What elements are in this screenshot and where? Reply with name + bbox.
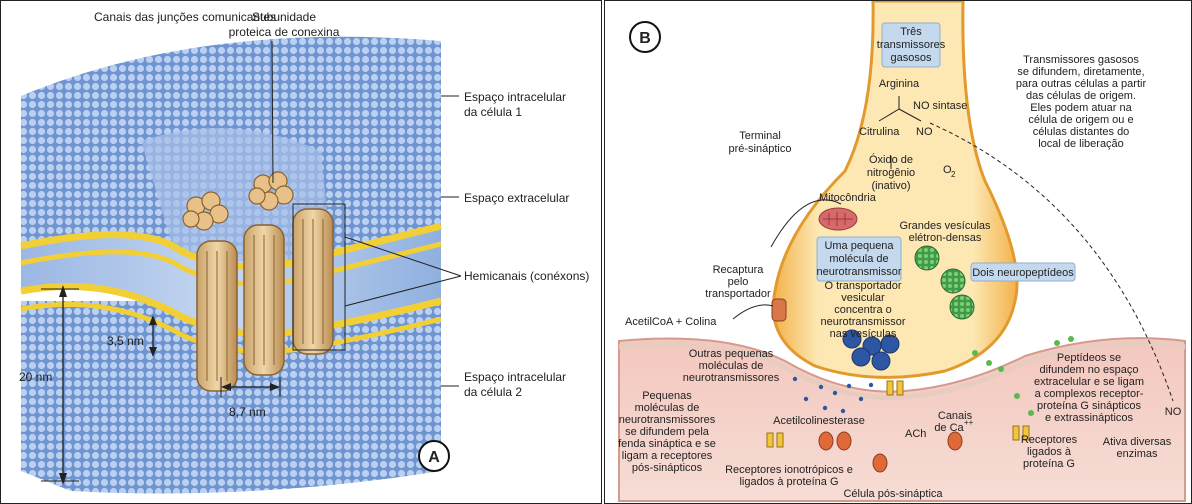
extracellular-label: Espaço extracelular	[464, 191, 569, 205]
reuptake-transporter-icon	[772, 299, 786, 321]
receptors-g-1: Receptores	[1021, 434, 1078, 446]
vesicular-transporter-1: O transportador	[824, 280, 901, 292]
neuropeptides-label: Dois neuropeptídeos	[972, 267, 1074, 279]
enzymes-label-1: Ativa diversas	[1103, 436, 1172, 448]
peptides-diffuse-3: extracelular e se ligam	[1034, 376, 1144, 388]
postsynaptic-label: Célula pós-sináptica	[843, 488, 943, 500]
small-diffuse-5: fenda sináptica e se	[618, 438, 716, 450]
small-diffuse-4: se difundem pela	[625, 426, 710, 438]
vesicular-transporter-5: nas vesículas	[830, 328, 897, 340]
gap-junction-illustration: Canais das junções comunicantes Subunida…	[1, 1, 602, 504]
peptides-diffuse-1: Peptídeos se	[1057, 352, 1121, 364]
peptides-diffuse-2: difundem no espaço	[1039, 364, 1138, 376]
connexin-subunit-label-1: Subunidade	[252, 10, 316, 24]
panel-b-synapse: Três transmissores gasosos Arginina NO s…	[604, 0, 1192, 504]
dense-vesicles-label-2: elétron-densas	[909, 232, 982, 244]
reuptake-label-3: transportador	[705, 288, 771, 300]
nitric-oxide-label-2: nitrogênio	[867, 167, 915, 179]
peptides-diffuse-4: a complexos receptor-	[1035, 388, 1144, 400]
peptides-diffuse-6: e extrassinápticos	[1045, 412, 1134, 424]
no-bottom-label: NO	[1165, 406, 1182, 418]
small-diffuse-1: Pequenas	[642, 390, 692, 402]
gap-junction-channels-label: Canais das junções comunicantes	[94, 10, 276, 24]
dimension-20nm: 20 nm	[19, 370, 52, 384]
gas-desc-6: célula de origem ou e	[1028, 114, 1133, 126]
small-diffuse-6: ligam a receptores	[622, 450, 713, 462]
o2-subscript: 2	[951, 170, 956, 179]
gas-desc-5: Eles podem atuar na	[1030, 102, 1132, 114]
three-gas-label-3: gasosos	[891, 52, 932, 64]
vesicular-transporter-3: concentra o	[834, 304, 891, 316]
vesicular-transporter-2: vesicular	[841, 292, 885, 304]
small-diffuse-2: moléculas de	[635, 402, 700, 414]
small-nt-label-3: neurotransmissor	[817, 266, 902, 278]
ach-label: ACh	[905, 428, 926, 440]
small-diffuse-7: pós-sinápticos	[632, 462, 703, 474]
receptors-g-3: proteína G	[1023, 458, 1075, 470]
gas-desc-3: para outras células a partir	[1016, 78, 1147, 90]
dimension-8-7nm: 8,7 nm	[229, 405, 266, 419]
ionotropic-label-2: ligados à proteína G	[739, 476, 838, 488]
vesicular-transporter-4: neurotransmissor	[821, 316, 906, 328]
three-gas-label-1: Três	[900, 26, 922, 38]
small-nt-label-2: molécula de	[829, 253, 888, 265]
small-diffuse-3: neurotransmissores	[619, 414, 716, 426]
reuptake-label-2: pelo	[728, 276, 749, 288]
ache-label: Acetilcolinesterase	[773, 415, 865, 427]
ca-channel-label-2: de Ca	[934, 422, 964, 434]
gas-desc-2: se difundem, diretamente,	[1017, 66, 1144, 78]
three-gas-label-2: transmissores	[877, 39, 946, 51]
peptides-diffuse-5: proteína G sinápticos	[1037, 400, 1141, 412]
nitric-oxide-label-1: Óxido de	[869, 153, 913, 166]
gas-desc-7: células distantes do	[1033, 126, 1130, 138]
citrulline-label: Citrulina	[859, 126, 900, 138]
other-small-1: Outras pequenas	[689, 348, 774, 360]
presynaptic-label-2: pré-sináptico	[729, 143, 792, 155]
arginine-label: Arginina	[879, 78, 920, 90]
reuptake-label-1: Recaptura	[713, 264, 765, 276]
other-small-2: moléculas de	[699, 360, 764, 372]
intracellular-2-label-2: da célula 2	[464, 385, 522, 399]
presynaptic-label-1: Terminal	[739, 130, 781, 142]
connexin-subunit-label-2: proteica de conexina	[229, 25, 340, 39]
panel-a-gap-junction: Canais das junções comunicantes Subunida…	[0, 0, 602, 504]
no-label: NO	[916, 126, 933, 138]
synapse-illustration: Três transmissores gasosos Arginina NO s…	[605, 1, 1192, 504]
gas-desc-8: local de liberação	[1038, 138, 1124, 150]
intracellular-1-label-1: Espaço intracelular	[464, 90, 566, 104]
nitric-oxide-label-3: (inativo)	[871, 180, 910, 192]
panel-b-badge-letter: B	[639, 30, 651, 47]
receptors-g-2: ligados à	[1027, 446, 1072, 458]
panel-a-badge-letter: A	[428, 449, 440, 466]
hemichannel-label: Hemicanais (conéxons)	[464, 269, 589, 283]
acetyl-coa-label: AcetilCoA + Colina	[625, 316, 717, 328]
mitochondria-label: Mitocôndria	[819, 192, 877, 204]
intracellular-2-label-1: Espaço intracelular	[464, 370, 566, 384]
small-nt-label-1: Uma pequena	[824, 240, 894, 252]
dense-vesicles-label-1: Grandes vesículas	[899, 220, 991, 232]
enzymes-label-2: enzimas	[1117, 448, 1158, 460]
other-small-3: neurotransmissores	[683, 372, 780, 384]
ca-superscript: ++	[964, 418, 974, 427]
ionotropic-label-1: Receptores ionotrópicos e	[725, 464, 853, 476]
gas-desc-1: Transmissores gasosos	[1023, 54, 1139, 66]
no-synthase-label: NO sintase	[913, 100, 967, 112]
intracellular-1-label-2: da célula 1	[464, 105, 522, 119]
gas-desc-4: das células de origem.	[1026, 90, 1136, 102]
dimension-3-5nm: 3,5 nm	[107, 334, 144, 348]
